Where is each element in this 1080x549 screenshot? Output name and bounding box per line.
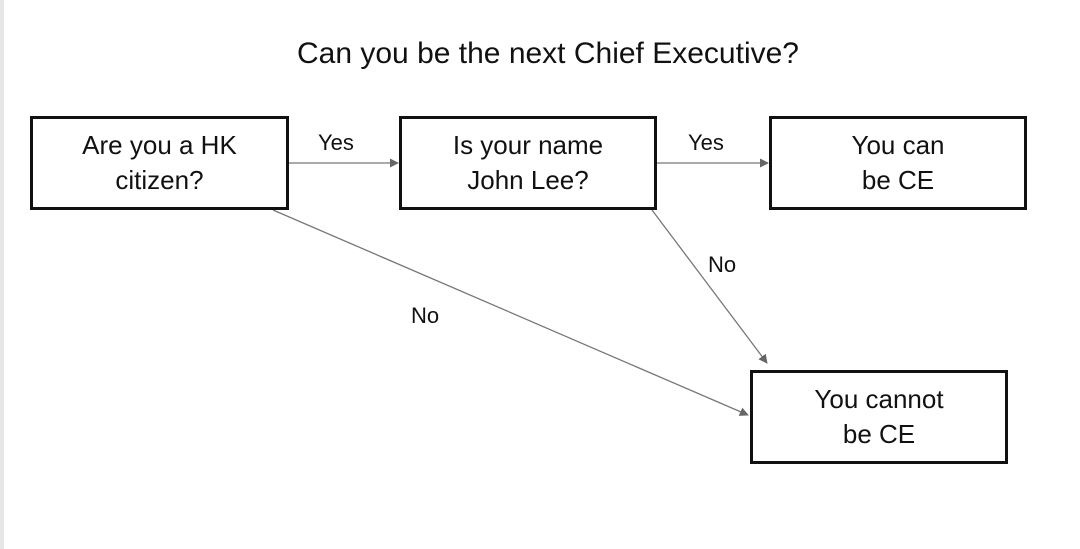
citizen-question-text: Are you a HK citizen?	[82, 130, 237, 195]
edge-label-citizen-no: No	[411, 303, 440, 328]
edge-label-citizen-yes: Yes	[318, 130, 354, 155]
citizen-question-box: Are you a HK citizen?	[30, 116, 289, 210]
name-question-text: Is your name John Lee?	[452, 130, 604, 195]
arrow-name-no	[651, 209, 768, 364]
cannot-be-ce-text: You cannot be CE	[814, 384, 944, 449]
page-edge-divider	[0, 0, 4, 549]
can-be-ce-text: You can be CE	[851, 130, 945, 195]
edge-label-name-no: No	[708, 252, 737, 277]
can-be-ce-box: You can be CE	[769, 116, 1027, 210]
edge-label-name-yes: Yes	[688, 130, 724, 155]
arrow-citizen-no	[272, 209, 749, 416]
cannot-be-ce-box: You cannot be CE	[750, 370, 1008, 464]
diagram-title: Can you be the next Chief Executive?	[297, 37, 799, 70]
name-question-box: Is your name John Lee?	[399, 116, 657, 210]
